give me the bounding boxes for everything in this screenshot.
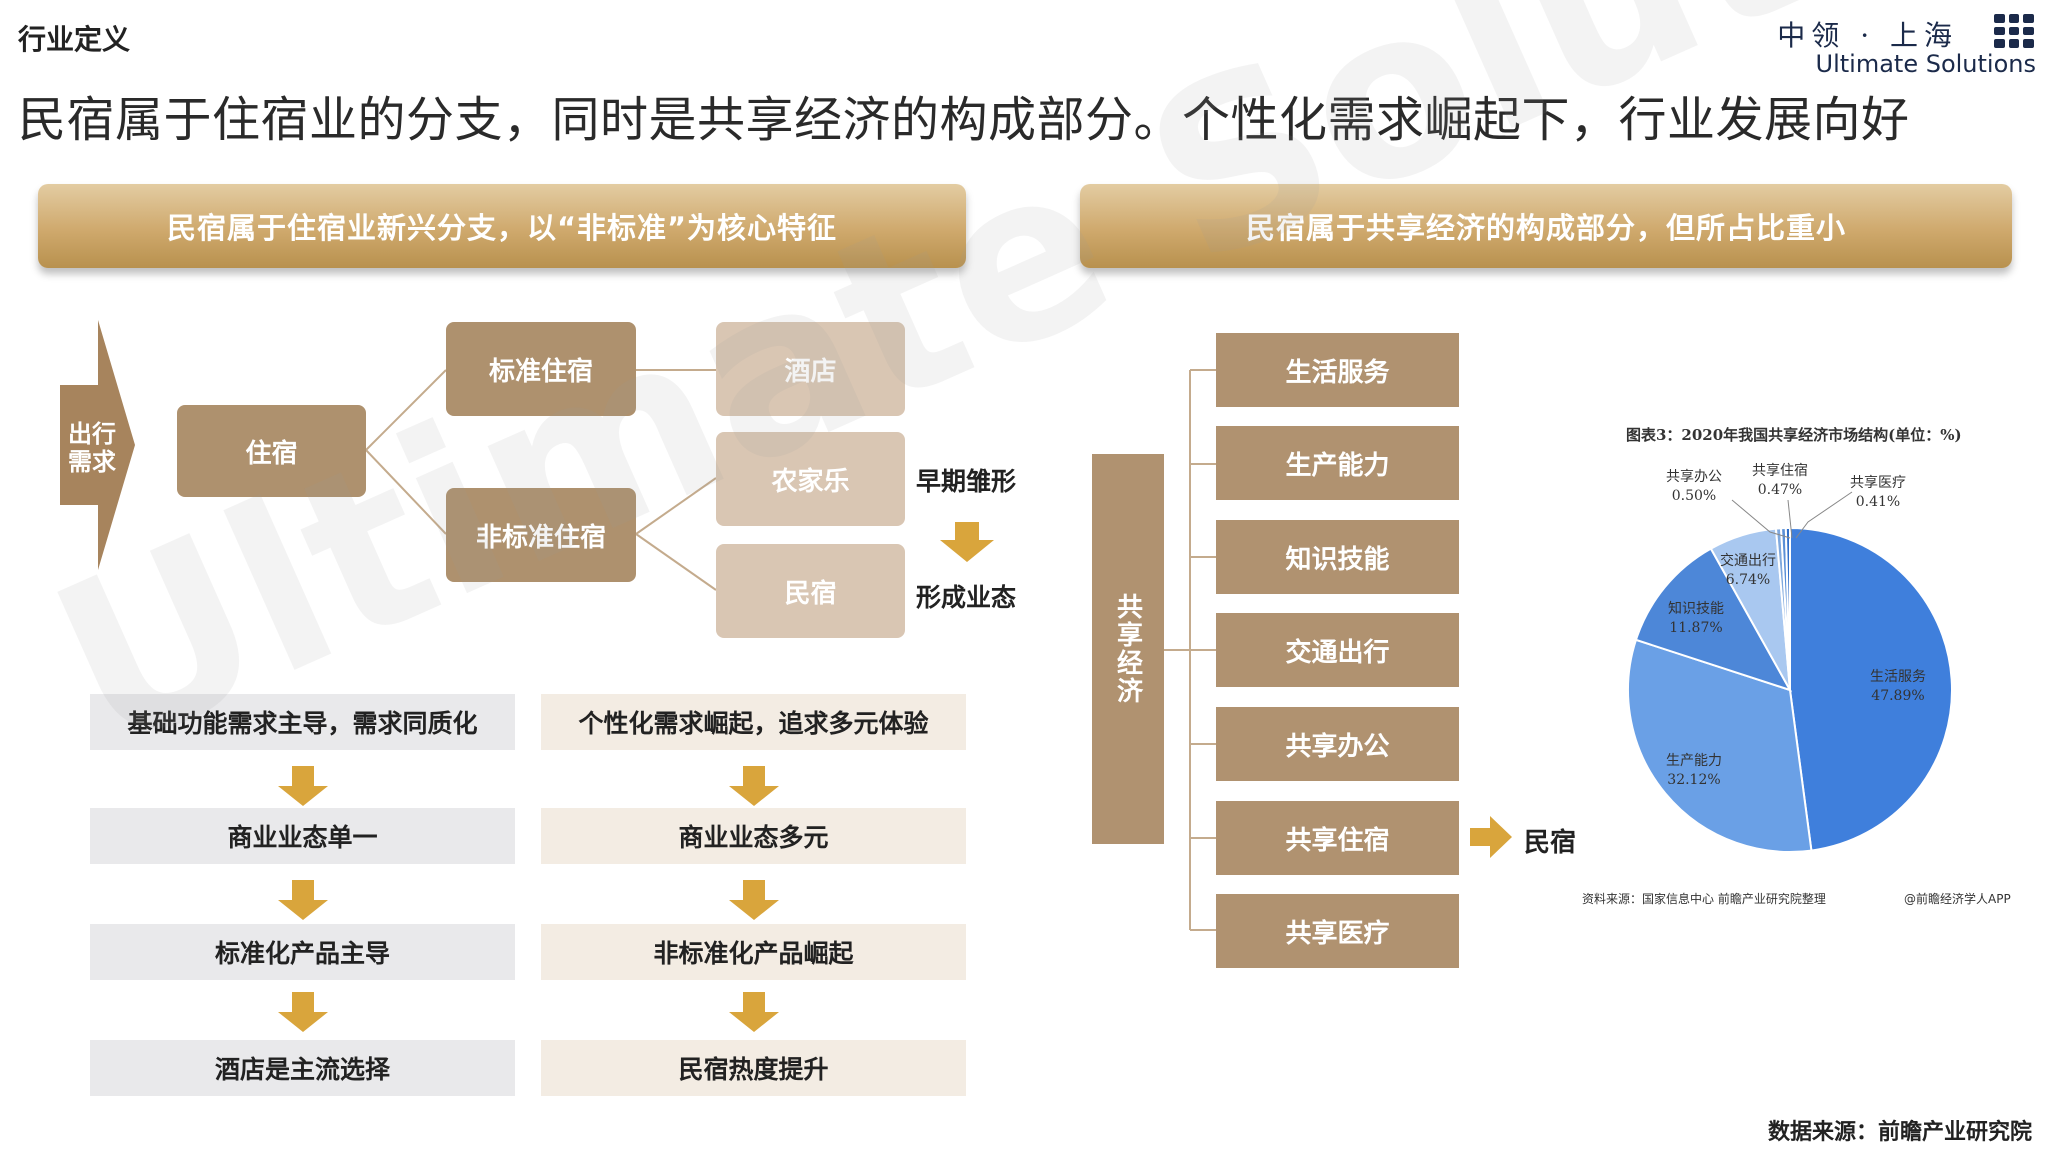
col-a-item: 酒店是主流选择 xyxy=(90,1040,515,1096)
chart-source-note: 资料来源：国家信息中心 前瞻产业研究院整理 xyxy=(1582,892,1826,906)
col-b-item: 非标准化产品崛起 xyxy=(541,924,966,980)
section-label: 行业定义 xyxy=(18,23,131,56)
pie-slice xyxy=(1627,638,1813,853)
page-title: 民宿属于住宿业的分支，同时是共享经济的构成部分。个性化需求崛起下，行业发展向好 xyxy=(18,92,1910,148)
down-arrow-icon xyxy=(729,766,779,806)
farmhouse-box: 农家乐 xyxy=(716,432,905,526)
category-knowledge: 知识技能 xyxy=(1216,520,1459,594)
chart-app-note: @前瞻经济学人APP xyxy=(1904,892,2011,906)
logo-english-name: Ultimate Solutions xyxy=(1815,50,2036,78)
category-production: 生产能力 xyxy=(1216,426,1459,500)
category-life-service: 生活服务 xyxy=(1216,333,1459,407)
category-medical: 共享医疗 xyxy=(1216,894,1459,968)
chart-title: 图表3：2020年我国共享经济市场结构(单位：%) xyxy=(1626,426,1962,444)
nonstandard-lodging-box: 非标准住宿 xyxy=(446,488,636,582)
down-arrow-icon xyxy=(278,992,328,1032)
pie-slice xyxy=(1789,526,1953,852)
travel-demand-label: 出行需求 xyxy=(68,420,116,476)
left-connectors xyxy=(60,320,994,591)
logo-grid-icon xyxy=(1994,14,2034,48)
col-b-item: 商业业态多元 xyxy=(541,808,966,864)
col-a-item: 基础功能需求主导，需求同质化 xyxy=(90,694,515,750)
sharing-economy-box: 共享经济 xyxy=(1092,454,1164,844)
pie-chart xyxy=(1627,526,1953,853)
category-office: 共享办公 xyxy=(1216,707,1459,781)
travel-demand-arrow-shape xyxy=(60,320,135,570)
homestay-result-label: 民宿 xyxy=(1524,828,1577,858)
standard-lodging-box: 标准住宿 xyxy=(446,322,636,416)
formed-industry-label: 形成业态 xyxy=(916,583,1017,612)
col-a-item: 商业业态单一 xyxy=(90,808,515,864)
pie-leader-lines xyxy=(1731,491,1853,539)
hotel-box: 酒店 xyxy=(716,322,905,416)
col-a-item: 标准化产品主导 xyxy=(90,924,515,980)
pie-slice xyxy=(1784,526,1791,691)
left-banner: 民宿属于住宿业新兴分支，以“非标准”为核心特征 xyxy=(38,184,966,268)
logo-chinese-name: 中领 · 上海 xyxy=(1777,19,1958,52)
col-b-item: 个性化需求崛起，追求多元体验 xyxy=(541,694,966,750)
right-arrow-icon xyxy=(1470,816,1512,858)
category-lodging: 共享住宿 xyxy=(1216,801,1459,875)
down-arrow-icon xyxy=(278,880,328,920)
category-transport: 交通出行 xyxy=(1216,613,1459,687)
lodging-box: 住宿 xyxy=(177,405,366,497)
right-banner: 民宿属于共享经济的构成部分，但所占比重小 xyxy=(1080,184,2012,268)
down-arrow-icon xyxy=(729,880,779,920)
col-b-item: 民宿热度提升 xyxy=(541,1040,966,1096)
early-stage-label: 早期雏形 xyxy=(916,467,1017,496)
down-arrow-icon xyxy=(729,992,779,1032)
evolve-arrow-icon xyxy=(940,522,994,562)
homestay-box: 民宿 xyxy=(716,544,905,638)
data-source: 数据来源：前瞻产业研究院 xyxy=(1767,1120,2032,1145)
right-connectors xyxy=(1164,369,1216,931)
pie-slice xyxy=(1634,547,1793,692)
down-arrow-icon xyxy=(278,766,328,806)
column-down-arrows xyxy=(278,766,779,1032)
